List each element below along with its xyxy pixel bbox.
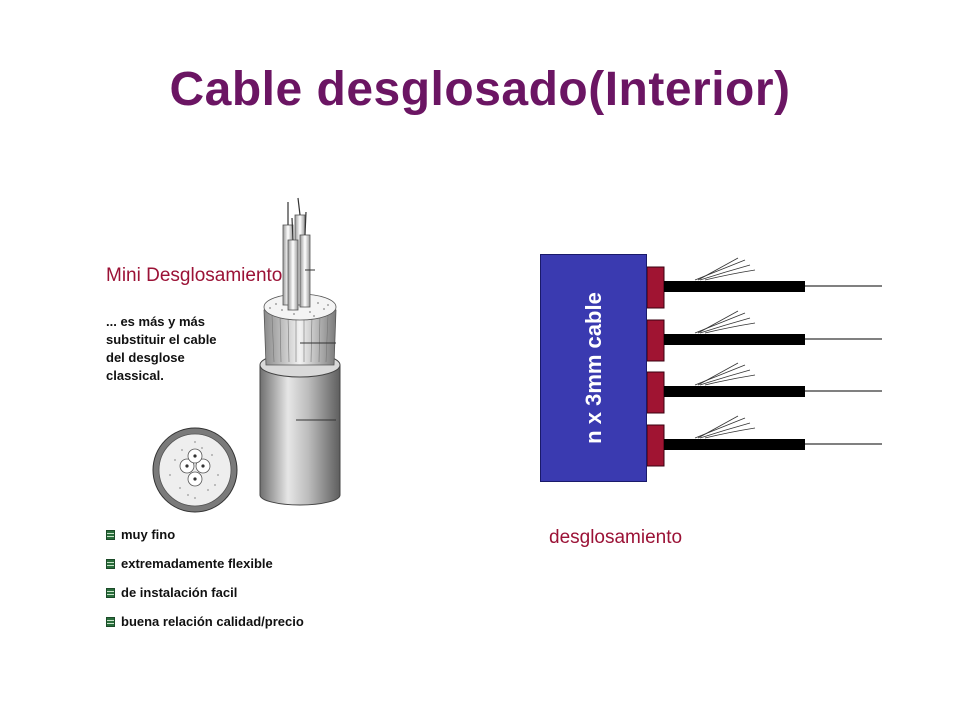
mini-breakout-label: Mini Desglosamiento: [106, 265, 283, 286]
feature-item: de instalación facil: [106, 585, 304, 600]
breakout-leg-4: [646, 415, 882, 467]
cable-bullet-icon: [106, 587, 115, 598]
feature-item: buena relación calidad/precio: [106, 614, 304, 629]
mini-breakout-cable-illustration: [152, 197, 341, 513]
breakout-diagram: [646, 257, 882, 467]
feature-text: buena relación calidad/precio: [121, 614, 304, 629]
cable-bullet-icon: [106, 529, 115, 540]
page-title: Cable desglosado(Interior): [169, 63, 791, 116]
breakout-leg-3: [646, 362, 882, 414]
feature-text: muy fino: [121, 527, 176, 542]
feature-text: extremadamente flexible: [121, 556, 273, 571]
feature-item: extremadamente flexible: [106, 556, 304, 571]
feature-list: muy fino extremadamente flexible de inst…: [106, 527, 304, 643]
cable-bullet-icon: [106, 558, 115, 569]
cable-bullet-icon: [106, 616, 115, 627]
cable-box: n x 3mm cable: [540, 254, 647, 482]
mini-breakout-description: ... es más y más substituir el cable del…: [106, 314, 217, 383]
feature-item: muy fino: [106, 527, 304, 542]
feature-text: de instalación facil: [121, 585, 238, 600]
breakout-caption: desglosamiento: [549, 527, 683, 548]
cable-box-label: n x 3mm cable: [580, 292, 606, 444]
breakout-leg-2: [646, 310, 882, 362]
breakout-leg-1: [646, 257, 882, 309]
